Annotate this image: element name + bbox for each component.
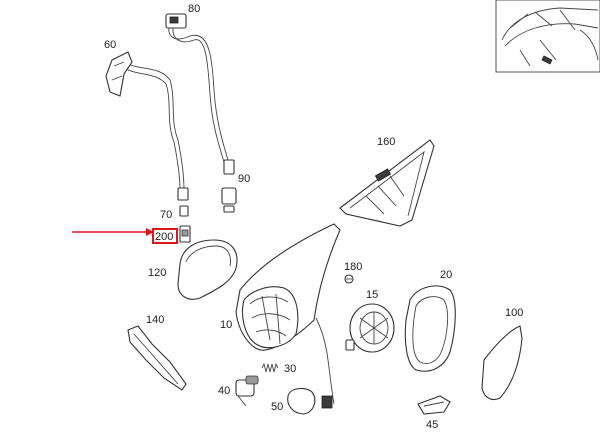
glass-carrier-20 — [404, 285, 456, 372]
part-200 — [179, 225, 191, 243]
label-140: 140 — [146, 314, 164, 326]
label-30: 30 — [284, 363, 296, 375]
label-20: 20 — [440, 269, 452, 281]
spring-30 — [261, 362, 279, 373]
actuator-40 — [235, 375, 259, 407]
label-100: 100 — [505, 307, 523, 319]
label-70: 70 — [160, 209, 172, 221]
label-90: 90 — [238, 173, 250, 185]
label-180: 180 — [344, 261, 362, 273]
label-45: 45 — [426, 419, 438, 431]
label-200: 200 — [155, 231, 173, 243]
label-50: 50 — [271, 401, 283, 413]
label-40: 40 — [218, 385, 230, 397]
red-arrow-icon — [72, 228, 154, 236]
mirror-cap-120 — [177, 239, 238, 300]
label-60: 60 — [104, 39, 116, 51]
motor-15 — [345, 303, 395, 353]
highlight-box-200 — [152, 228, 178, 244]
unit-50 — [287, 387, 333, 415]
label-120: 120 — [148, 267, 166, 279]
connector-80 — [165, 13, 187, 29]
label-80: 80 — [188, 3, 200, 15]
label-10: 10 — [220, 319, 232, 331]
label-160: 160 — [377, 136, 395, 148]
bracket-60 — [105, 51, 133, 97]
cable-harness — [123, 23, 229, 191]
screw-180 — [344, 274, 354, 284]
cover-160 — [339, 139, 435, 227]
mirror-housing-10 — [235, 223, 341, 405]
mirror-glass-100 — [481, 325, 523, 401]
clip-45 — [417, 395, 451, 415]
turn-signal-140 — [127, 325, 187, 391]
connector-70 — [177, 187, 189, 217]
connector-90 — [221, 159, 237, 213]
label-15: 15 — [366, 289, 378, 301]
car-thumbnail-icon — [495, 0, 600, 73]
